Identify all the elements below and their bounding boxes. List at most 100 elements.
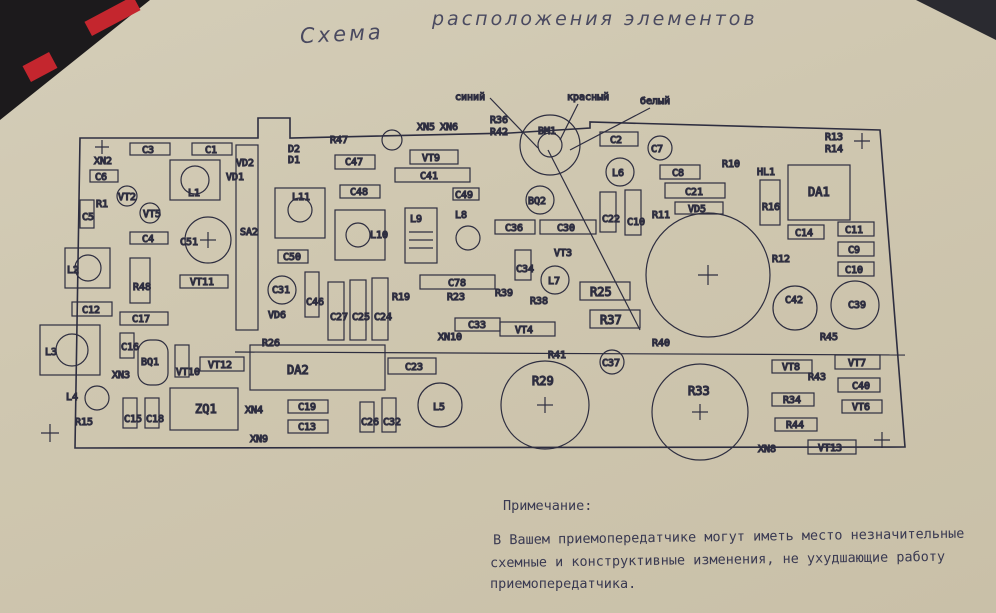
label-R10: R10 [722,159,740,170]
label-BQ1: BQ1 [141,357,159,368]
divider-line [234,351,906,356]
box-VT12 [199,356,245,372]
corner-mark-tl [95,140,109,154]
box-C26 [359,401,375,433]
label-C18: C18 [146,414,164,425]
box-L9 [404,207,438,264]
note-heading: Примечание: [503,498,593,514]
box-BQ1 [137,339,169,386]
label-C9: C9 [848,245,860,256]
wire-blue [489,97,539,149]
box-C10 [624,189,642,236]
coil-L10 [345,222,371,248]
box-R34 [771,392,815,407]
label-C12: C12 [82,305,100,316]
box-C2 [599,131,639,147]
microphone-BM1 [519,114,581,176]
label-R38: R38 [530,296,548,307]
box-C16 [119,332,135,359]
box-C9 [837,241,875,257]
resistor-R33 [651,363,749,461]
label-L1: L1 [188,188,200,199]
label-VT11: VT11 [190,277,214,288]
capacitor-large-main [645,212,771,338]
box-VT6 [841,399,883,414]
note-line-3: приемопередатчика. [490,576,637,592]
box-R48 [129,257,151,304]
label-C7: C7 [651,144,663,155]
label-C1: C1 [205,145,217,156]
label-D2: D2 [288,144,300,155]
box-C48 [339,184,381,199]
transistor-VT2 [116,185,138,207]
label-L4: L4 [66,392,78,403]
label-R47: R47 [330,135,348,146]
label-L3: L3 [45,347,57,358]
label-L5: L5 [433,402,445,413]
label-VT6: VT6 [852,402,870,413]
box-C13 [287,419,329,434]
label-R48: R48 [133,282,151,293]
board-outline [74,117,906,449]
label-C23: C23 [405,362,423,373]
label-C36: C36 [505,223,523,234]
label-C48: C48 [350,187,368,198]
label-C42: C42 [785,295,803,306]
label-R26: R26 [262,338,280,349]
box-C17 [119,311,169,326]
coil-L2 [74,254,102,282]
label-C17: C17 [132,314,150,325]
box-C34 [514,249,532,281]
label-C24: C24 [374,312,392,323]
coil-L5 [417,382,463,428]
label-L7: L7 [548,276,560,287]
box-C25 [349,279,367,341]
label-R29: R29 [532,374,554,388]
label-C5: C5 [82,212,94,223]
box-C36 [494,219,536,235]
label-R41: R41 [548,350,566,361]
coil-L8 [455,225,481,251]
box-VT10 [174,344,190,378]
wire-label-red: красный [567,91,609,103]
label-VT10: VT10 [176,367,200,378]
label-L8: L8 [455,210,467,221]
label-R37: R37 [600,313,622,327]
coil-L6 [605,157,635,187]
coil-L11 [287,197,313,223]
label-R44: R44 [786,420,804,431]
label-C4: C4 [142,234,154,245]
label-C19: C19 [298,402,316,413]
label-XN8: XN8 [758,444,776,455]
label-C46: C46 [306,297,324,308]
pad-ring [381,129,403,151]
label-R39: R39 [495,288,513,299]
box-C32 [381,397,397,433]
label-R1: R1 [96,199,108,210]
crystal-BQ2 [525,185,555,215]
label-R14: R14 [825,144,843,155]
label-R12: R12 [772,254,790,265]
wire-label-white: белый [640,95,670,107]
box-C18 [144,397,160,429]
box-C46 [304,271,320,318]
box-VT13 [807,439,857,455]
label-C39: C39 [848,300,866,311]
label-C10b: C10 [845,265,863,276]
label-C50: C50 [283,252,301,263]
label-L2: L2 [67,265,79,276]
label-R25: R25 [590,285,612,299]
capacitor-C51 [184,216,232,264]
label-XN4: XN4 [245,405,263,416]
box-C14 [787,224,825,240]
diagram-title-right: расположения элементов [432,8,758,30]
box-C10b [837,261,875,277]
box-C8 [659,164,701,180]
box-C11 [837,221,875,237]
box-C1 [191,142,233,156]
label-C22: C22 [602,214,620,225]
coil-L1 [180,165,210,195]
label-XN6: XN6 [440,122,458,133]
